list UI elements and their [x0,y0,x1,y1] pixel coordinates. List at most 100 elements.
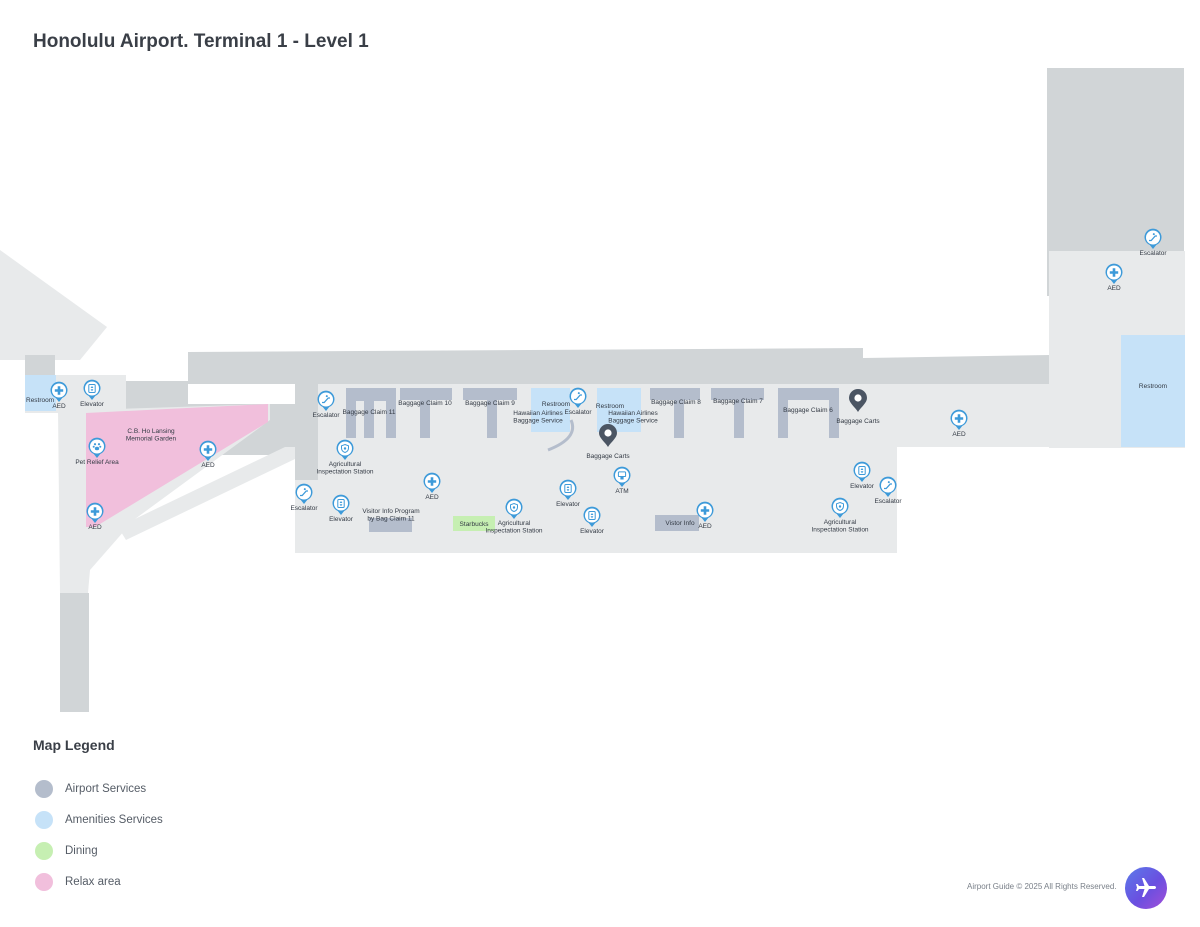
visitor-program-desk[interactable] [369,518,412,532]
legend-label: Dining [65,845,98,857]
legend-item: Airport Services [35,779,146,799]
lower-hall-floor [295,447,897,553]
visitor-info-label: Vistor Info [665,520,695,527]
poi-label: Elevator [850,483,875,490]
aed-icon[interactable]: AED [950,409,968,438]
atm-icon[interactable]: ATM [613,466,631,495]
baggage-claim-9[interactable] [463,388,517,438]
baggage-claim-9-label: Baggage Claim 9 [465,400,515,407]
west-vertical-walkway [58,410,125,593]
poi-label: Elevator [329,516,354,523]
legend-label: Amenities Services [65,814,163,826]
baggage-claim-8[interactable] [650,388,700,438]
aed-icon[interactable]: AED [199,440,217,469]
starbucks-label: Starbucks [460,521,490,528]
airplane-icon[interactable] [1125,867,1167,909]
restroom-right[interactable] [1121,335,1185,447]
poi-label: AED [952,431,966,438]
poi-label: Escalator [874,498,902,505]
baggage-claim-10[interactable] [400,388,452,438]
restroom-right-label: Restroom [1139,383,1167,390]
elevator-icon[interactable]: Elevator [80,379,105,408]
aed-icon[interactable]: AED [423,472,441,501]
baggage-claim-7[interactable] [711,388,764,438]
poi-label: AED [52,403,66,410]
west-connector [295,384,318,480]
west-stair [25,355,55,380]
poi-label: ATM [615,488,628,495]
aed-icon[interactable]: AED [86,502,104,531]
baggage-carts-pin-icon[interactable]: Baggage Carts [836,389,880,425]
baggage-claim-11-label: Baggage Claim 11 [343,409,396,416]
visitor-info-desk[interactable] [655,515,699,531]
restroom-mid-2[interactable] [597,388,641,432]
aed-icon[interactable]: AED [1105,263,1123,292]
poi-label: Escalator [290,505,318,512]
elevator-icon[interactable]: Elevator [850,461,875,490]
baggage-claim-7-label: Baggage Claim 7 [713,398,763,405]
legend-label: Airport Services [65,783,147,795]
legend-swatch [35,842,53,860]
restroom-mid-1-label: Restroom [542,401,570,408]
aed-icon[interactable]: AED [696,501,714,530]
starbucks[interactable] [453,516,495,531]
baggage-claim-10-label: Baggage Claim 10 [398,400,452,407]
elevator-icon[interactable]: Elevator [556,479,581,508]
legend-item: Dining [35,841,98,861]
legend-swatch [35,811,53,829]
poi-label: Escalator [312,412,340,419]
poi-label: AED [88,524,102,531]
poi-label: Elevator [80,401,105,408]
aed-icon[interactable]: AED [50,381,68,410]
west-ramp [0,250,107,360]
escalator-icon[interactable]: Escalator [564,387,592,416]
legend-swatch [35,780,53,798]
poi-label: Baggage Carts [836,418,880,425]
legend-label: Relax area [65,876,121,888]
restroom-mid-1[interactable] [531,388,570,432]
poi-label: Baggage Carts [586,453,630,460]
floor-plan [0,68,1185,712]
baggage-claim-6[interactable] [778,388,839,438]
page-title: Honolulu Airport. Terminal 1 - Level 1 [33,31,369,52]
legend-item: Amenities Services [35,810,163,830]
elevator-icon[interactable]: Elevator [329,494,354,523]
poi-label: Elevator [580,528,605,535]
legend-item: Relax area [35,872,121,892]
escalator-icon[interactable]: Escalator [1139,228,1167,257]
baggage-claim-6-label: Baggage Claim 6 [783,407,833,414]
pet-icon[interactable]: Pet Relief Area [75,437,119,466]
baggage-claim-11[interactable] [346,388,396,438]
restroom-mid-2-label: Restroom [596,403,624,410]
elevator-icon[interactable]: Elevator [580,506,605,535]
south-walkway [60,593,89,712]
baggage-carts-pin-icon[interactable]: Baggage Carts [586,424,630,460]
poi-label: Pet Relief Area [75,459,119,466]
escalator-icon[interactable]: Escalator [874,476,902,505]
diagonal-walkway [118,447,295,540]
legend-swatch [35,873,53,891]
escalator-icon[interactable]: Escalator [290,483,318,512]
legend-title: Map Legend [33,737,115,753]
memorial-garden[interactable] [86,404,268,527]
baggage-claim-8-label: Baggage Claim 8 [651,399,701,406]
poi-label: AED [698,523,712,530]
poi-label: Escalator [1139,250,1167,257]
airplane-glyph [1136,878,1156,897]
poi-label: Escalator [564,409,592,416]
escalator-icon[interactable]: Escalator [312,390,340,419]
restroom-left[interactable] [25,375,56,411]
poi-label: AED [425,494,439,501]
copyright: Airport Guide © 2025 All Rights Reserved… [967,882,1117,891]
